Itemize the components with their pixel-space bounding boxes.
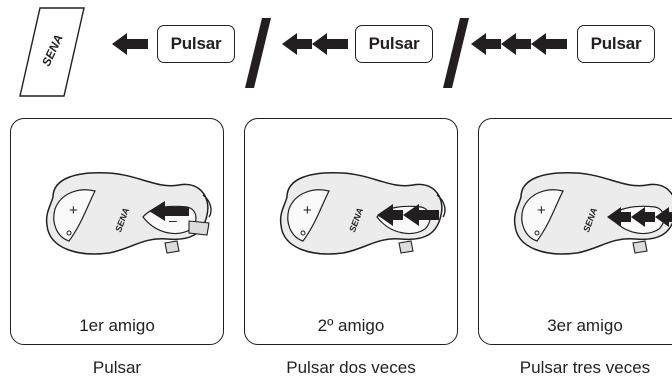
panel-label: 1er amigo — [79, 316, 155, 335]
triple-arrow-left-icon — [471, 33, 567, 55]
separator-slash — [443, 18, 469, 88]
press-button-3: Pulsar — [577, 25, 655, 63]
headset-device-icon: + SENA — [279, 171, 446, 255]
svg-text:+: + — [303, 202, 312, 219]
separator-slash — [245, 18, 271, 88]
press-button-1: Pulsar — [157, 25, 235, 63]
press-triple-arrow-icon — [607, 207, 672, 227]
svg-text:+: + — [537, 202, 546, 219]
panel-label: 3er amigo — [547, 316, 623, 335]
press-button-2: Pulsar — [355, 25, 433, 63]
press-double-arrow-icon — [377, 204, 439, 226]
press-arrow-icon — [149, 201, 189, 221]
panel-friend-1: + – SENA 1er amigo — [10, 118, 224, 345]
panel-label: 2º amigo — [317, 316, 385, 335]
arrow-left-icon — [112, 33, 148, 55]
svg-text:–: – — [169, 212, 177, 228]
svg-text:+: + — [69, 202, 78, 219]
caption-press-twice: Pulsar dos veces — [286, 358, 416, 377]
caption-press-once: Pulsar — [92, 358, 142, 377]
panel-friend-3: + SENA 3er amigo — [478, 118, 672, 345]
double-arrow-left-icon — [282, 33, 348, 55]
headset-device-icon: + SENA — [513, 171, 672, 255]
panel-friend-2: + SENA 2º amigo — [244, 118, 458, 345]
headset-device-icon: + – SENA — [45, 171, 212, 255]
caption-press-three-times: Pulsar tres veces — [519, 358, 651, 377]
sena-logo-tab: SENA — [19, 7, 85, 97]
